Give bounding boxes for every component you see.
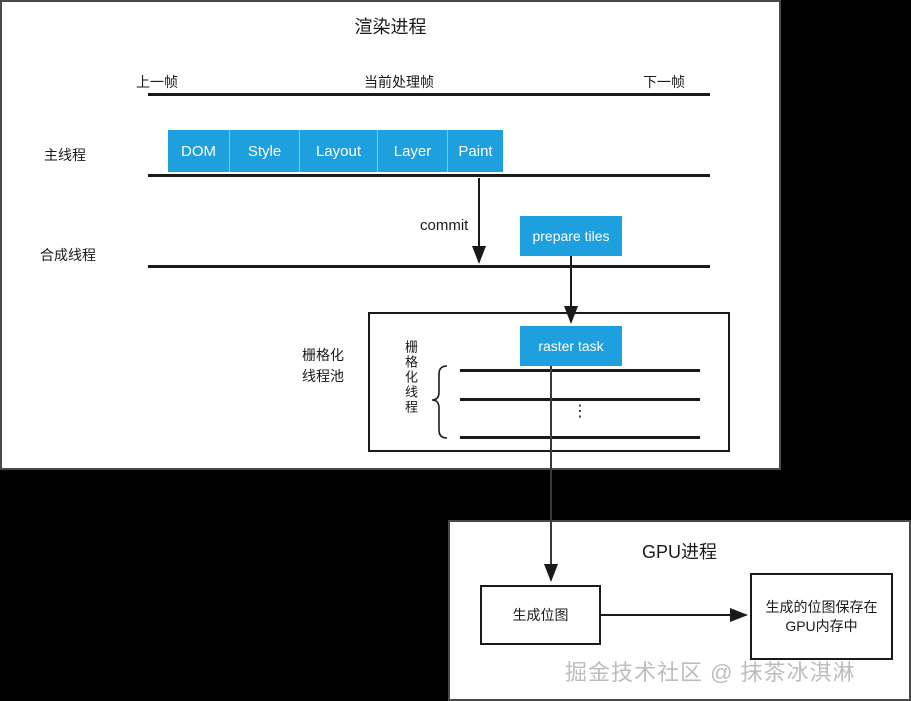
main-thread-rule bbox=[148, 174, 710, 177]
raster-thread-line-2 bbox=[460, 398, 700, 401]
pipeline-stage-style[interactable]: Style bbox=[230, 130, 300, 172]
frame-label-next: 下一帧 bbox=[643, 74, 685, 90]
main-thread-label: 主线程 bbox=[44, 147, 86, 163]
frame-timeline-rule bbox=[148, 93, 710, 96]
pipeline-stage-layout[interactable]: Layout bbox=[300, 130, 378, 172]
raster-thread-pool-label: 栅格化 线程池 bbox=[288, 345, 358, 387]
raster-task-box[interactable]: raster task bbox=[520, 326, 622, 366]
store-bitmap-box[interactable]: 生成的位图保存在 GPU内存中 bbox=[750, 573, 893, 660]
raster-pool-label-line1: 栅格化 bbox=[302, 347, 344, 363]
raster-pool-label-line2: 线程池 bbox=[302, 368, 344, 384]
pipeline-stage-layer[interactable]: Layer bbox=[378, 130, 448, 172]
raster-thread-line-3 bbox=[460, 436, 700, 439]
compositor-thread-label: 合成线程 bbox=[40, 247, 96, 263]
frame-label-previous: 上一帧 bbox=[136, 74, 178, 90]
renderer-process-title: 渲染进程 bbox=[354, 17, 427, 37]
prepare-tiles-box[interactable]: prepare tiles bbox=[520, 216, 622, 256]
store-bitmap-line1: 生成的位图保存在 bbox=[765, 598, 878, 615]
frame-label-current: 当前处理帧 bbox=[364, 74, 434, 90]
main-thread-pipeline: DOM Style Layout Layer Paint bbox=[168, 130, 503, 172]
store-bitmap-line2: GPU内存中 bbox=[785, 617, 858, 634]
raster-thread-vertical-label: 栅格化线程 bbox=[403, 340, 418, 415]
commit-label: commit bbox=[420, 217, 469, 234]
watermark-text: 掘金技术社区 @ 抹茶冰淇淋 bbox=[565, 660, 856, 685]
raster-thread-ellipsis: ⋮ bbox=[572, 403, 588, 420]
compositor-thread-rule bbox=[148, 265, 710, 268]
gpu-process-title: GPU进程 bbox=[641, 542, 717, 562]
generate-bitmap-box[interactable]: 生成位图 bbox=[480, 585, 601, 645]
raster-thread-line-1 bbox=[460, 369, 700, 372]
pipeline-stage-paint[interactable]: Paint bbox=[448, 130, 503, 172]
pipeline-stage-dom[interactable]: DOM bbox=[168, 130, 230, 172]
